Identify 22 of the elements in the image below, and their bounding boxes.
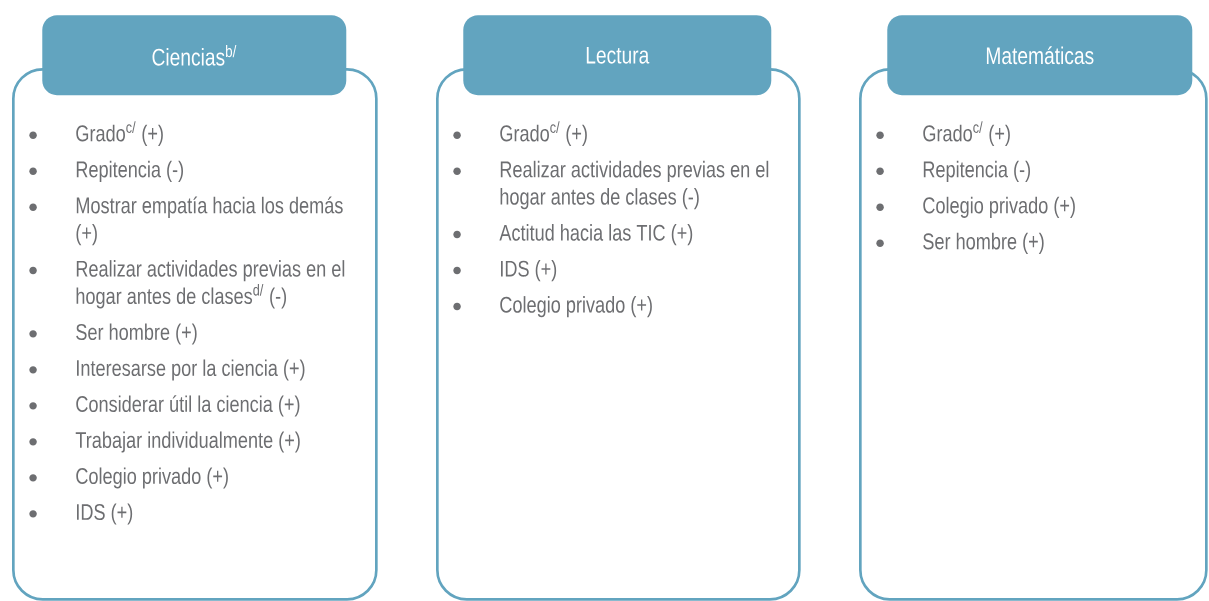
list-item: Realizar actividades previas en el hogar antes de clases$^{d/}$ (-) [29,260,345,309]
list-item: Ser hombre (+) [29,323,197,345]
list-item: Grado$^{c/}$ (+) [453,121,587,146]
list-item: Colegio privado (+) [453,296,652,318]
list-item: Realizar actividades previas en el hogar antes de clases (-) [453,160,769,210]
list-item: Grado$^{c/}$ (+) [29,121,163,146]
list-item: Interesarse por la ciencia (+) [29,359,305,381]
list-item: Considerar útil la ciencia (+) [29,395,300,417]
header-tab: Ciencias$^{b/}$ [42,15,347,96]
list-item: IDS (+) [453,260,557,282]
list-item: IDS (+) [29,503,133,525]
list-item: Actitud hacia las TIC (+) [453,224,693,246]
list-item: Colegio privado (+) [29,467,228,489]
list-item: Mostrar empatía hacia los demás (+) [29,196,343,246]
list-item: Ser hombre (+) [876,232,1044,254]
header-tab: Matemáticas [887,15,1193,96]
list-item: Repitencia (-) [876,160,1030,182]
header-tab: Lectura [463,15,772,96]
list-item: Grado$^{c/}$ (+) [876,121,1010,146]
list-item: Trabajar individualmente (+) [29,431,300,453]
list-item: Repitencia (-) [29,160,183,182]
list-item: Colegio privado (+) [876,196,1075,218]
